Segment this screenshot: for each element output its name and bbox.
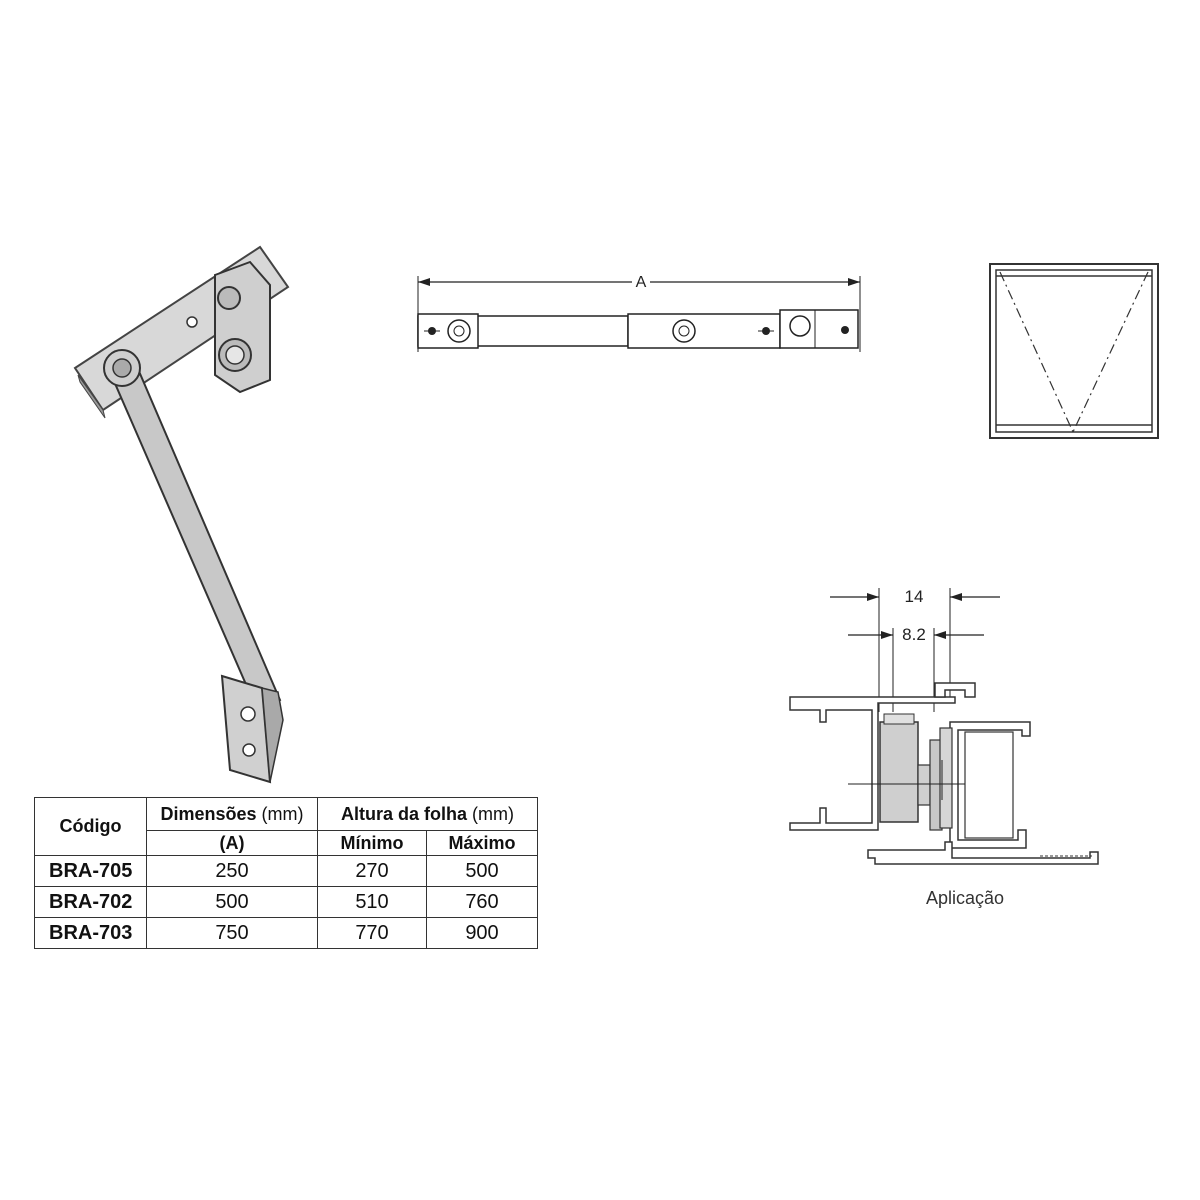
header-min: Mínimo — [317, 830, 427, 856]
dimension-8-2-label: 8.2 — [902, 625, 926, 644]
table-row: BRA-702 500 510 760 — [34, 886, 538, 918]
row-max: 500 — [426, 855, 538, 887]
header-leaf-height-label: Altura da folha — [340, 803, 467, 824]
table-row: BRA-703 750 770 900 — [34, 917, 538, 949]
application-caption: Aplicação — [925, 888, 1005, 908]
dimension-a-bg — [632, 272, 650, 290]
header-leaf-height-unit: (mm) — [472, 803, 514, 824]
row-max: 760 — [426, 886, 538, 918]
row-code: BRA-705 — [34, 855, 147, 887]
header-dimensions: Dimensões (mm) — [146, 797, 318, 831]
row-min: 770 — [317, 917, 427, 949]
table-subheader-row: (A) Mínimo Máximo — [35, 830, 538, 856]
row-dimension: 500 — [146, 886, 318, 918]
header-code: Código — [34, 797, 147, 856]
dimension-14-label: 14 — [905, 587, 924, 606]
header-max: Máximo — [426, 830, 538, 856]
row-code: BRA-702 — [34, 886, 147, 918]
specification-table: Código Dimensões (mm) Altura da folha (m… — [34, 797, 538, 949]
row-code: BRA-703 — [34, 917, 147, 949]
header-dimensions-unit: (mm) — [261, 803, 304, 824]
header-leaf-height: Altura da folha (mm) — [317, 797, 538, 831]
row-max: 900 — [426, 917, 538, 949]
table-header-row: Código Dimensões (mm) Altura da folha (m… — [34, 797, 538, 856]
row-min: 270 — [317, 855, 427, 887]
header-dimensions-label: Dimensões — [160, 803, 257, 824]
row-dimension: 750 — [146, 917, 318, 949]
header-dimension-a: (A) — [146, 830, 318, 856]
row-min: 510 — [317, 886, 427, 918]
row-dimension: 250 — [146, 855, 318, 887]
table-row: BRA-705 250 270 500 — [34, 855, 538, 887]
